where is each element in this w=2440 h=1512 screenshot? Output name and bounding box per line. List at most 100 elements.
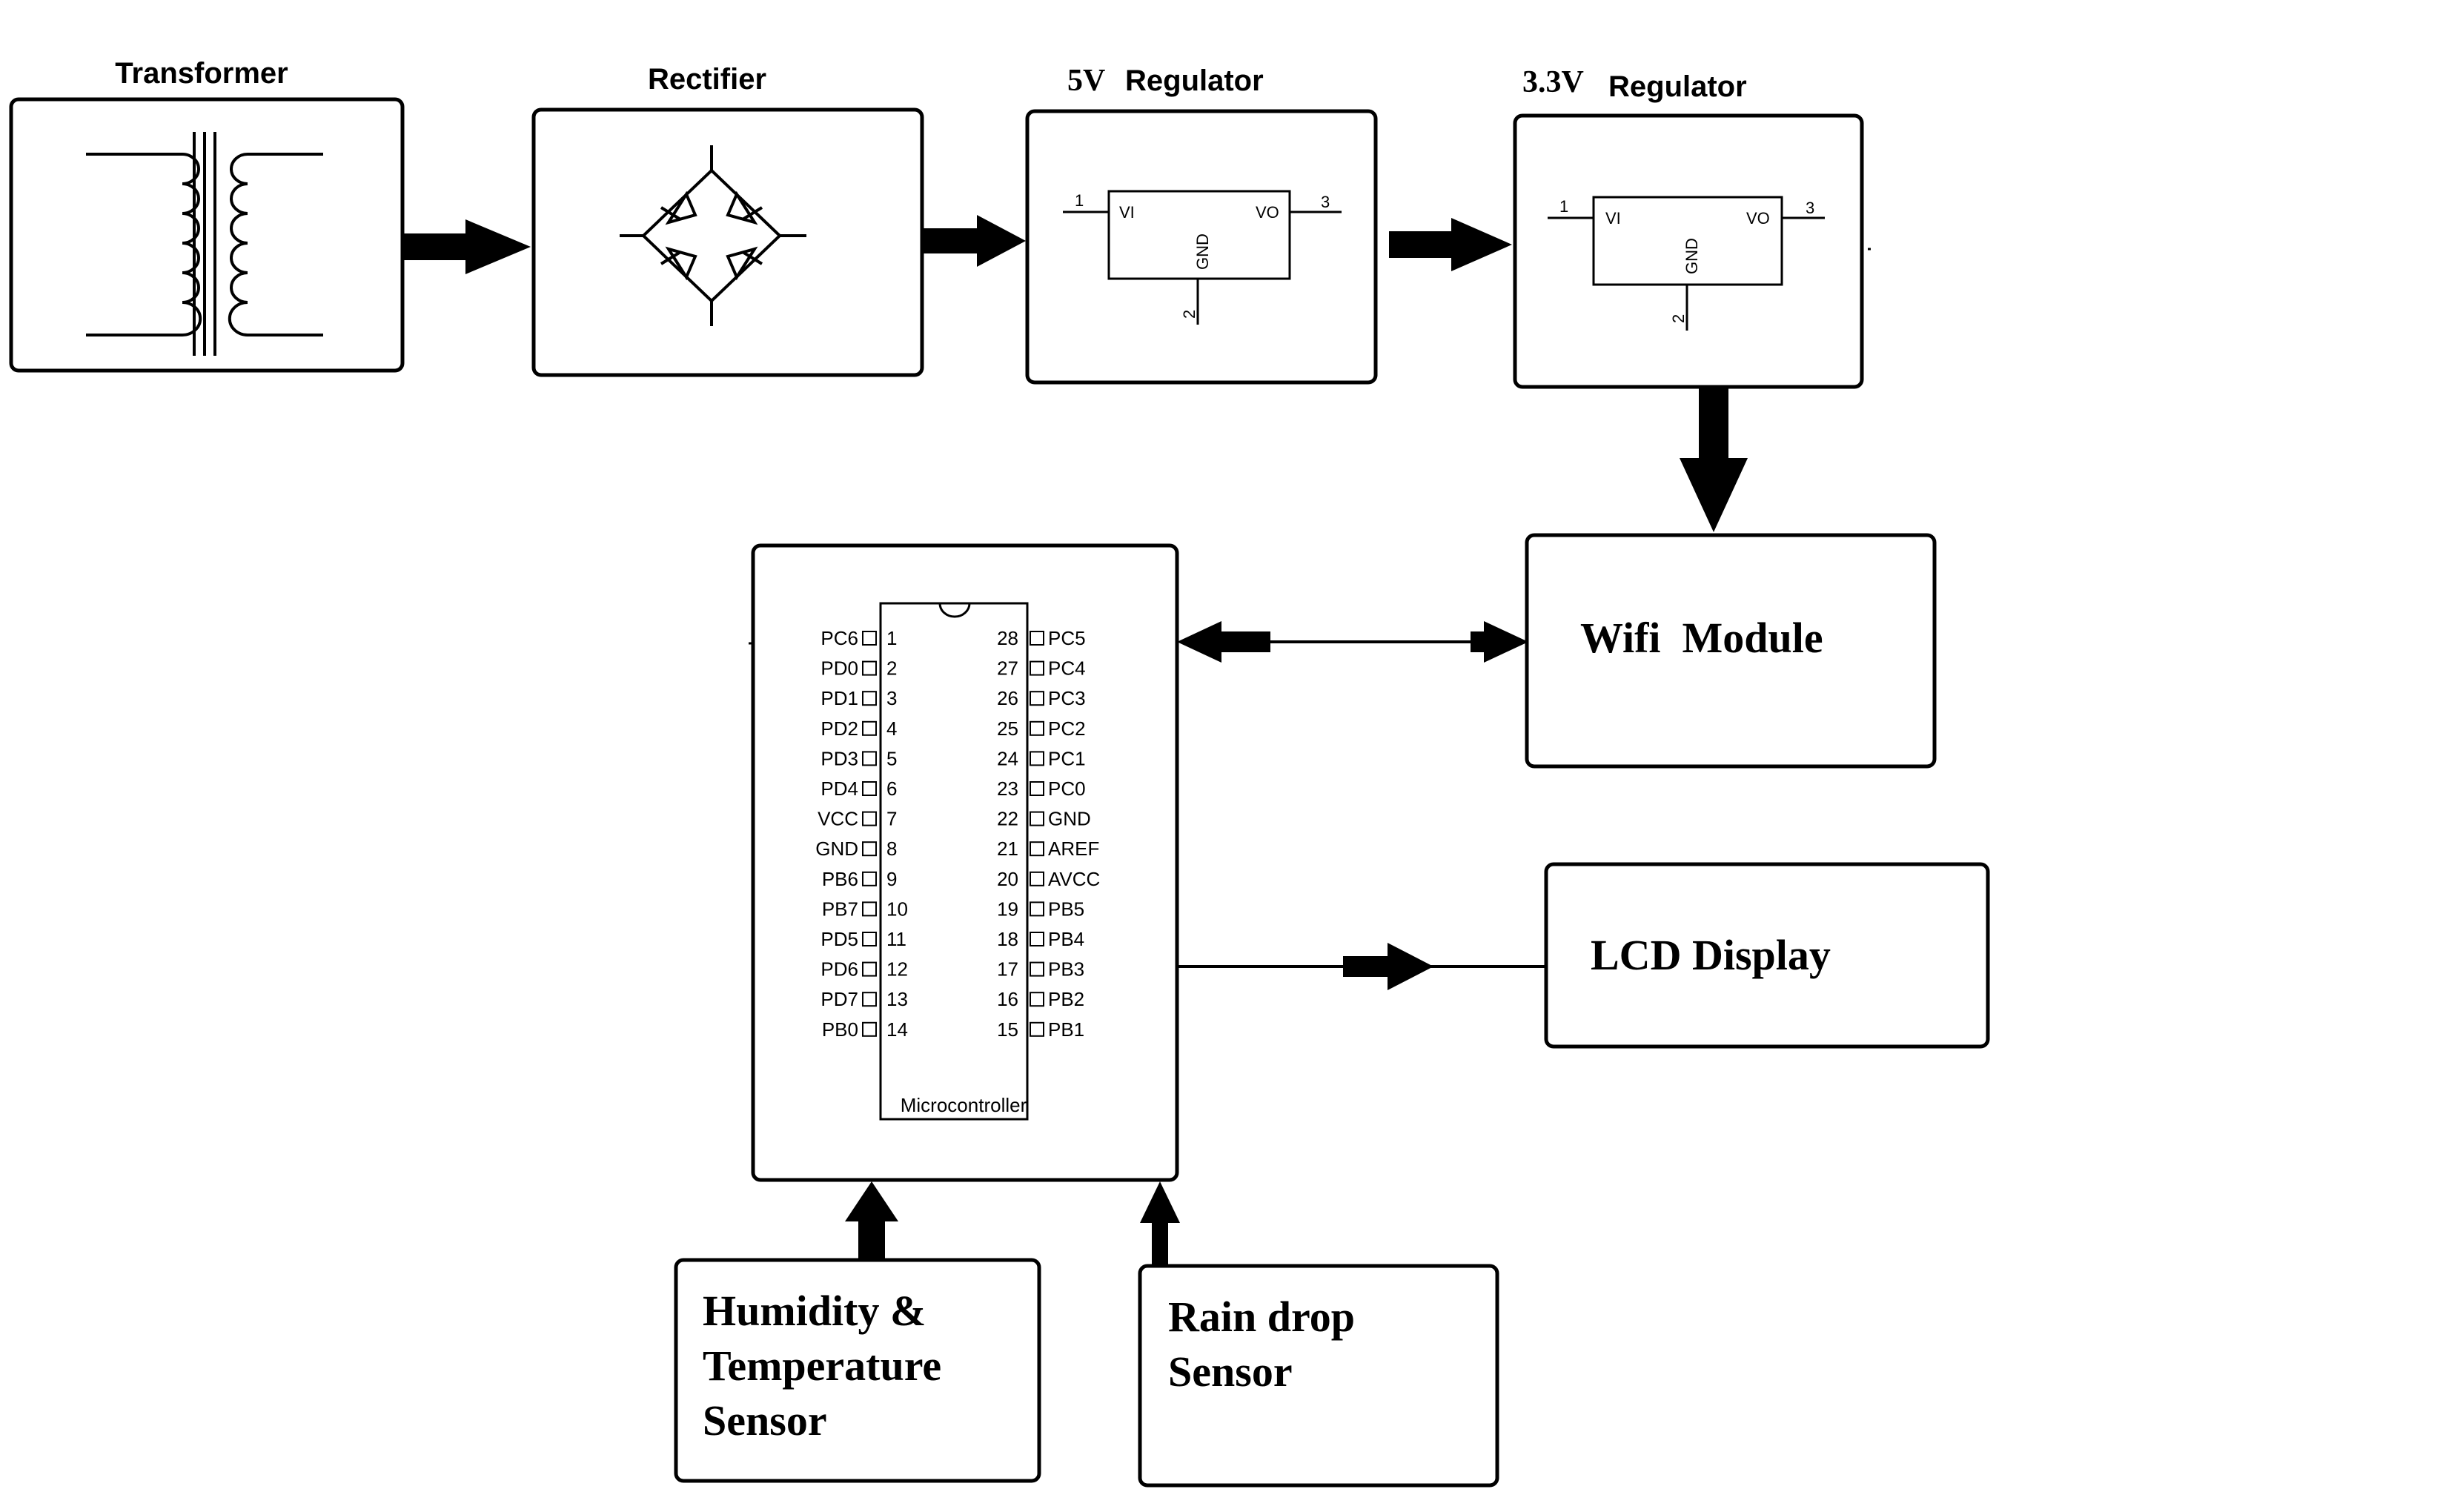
chip-pin-name: PB3 (1048, 958, 1084, 981)
humidity-sensor-line-3: Sensor (703, 1396, 827, 1445)
chip-pin-pad (862, 691, 877, 706)
chip-pin-pad (862, 751, 877, 766)
chip-pin-name: PD6 (820, 958, 858, 981)
regulator-3v3-symbol (1548, 196, 1825, 331)
chip-pin-pad (862, 811, 877, 826)
chip-pin-pad (1030, 751, 1044, 766)
chip-pin-number: 15 (997, 1018, 1018, 1041)
chip-pin-number: 26 (997, 687, 1018, 709)
rain-drop-sensor-block: Rain drop Sensor (1138, 1264, 1499, 1488)
chip-pin-name: PD0 (820, 657, 858, 680)
chip-pin-name: PD4 (820, 777, 858, 800)
chip-pin-name: AVCC (1048, 868, 1100, 890)
chip-pin-pad (862, 961, 877, 977)
chip-pin-name: PC6 (820, 627, 858, 649)
microcontroller-label: Microcontroller (901, 1094, 1027, 1116)
arrow-micro-lcd (1178, 943, 1546, 990)
chip-pin-pad (862, 720, 877, 736)
arrow-humidity-micro (845, 1181, 898, 1260)
chip-pin-name: PC3 (1048, 687, 1086, 709)
chip-pin-name: PD1 (820, 687, 858, 709)
chip-pin-name: PC0 (1048, 777, 1086, 800)
chip-pin-name: AREF (1048, 838, 1099, 860)
rain-drop-sensor-line-2: Sensor (1168, 1347, 1293, 1396)
chip-pin-name: PC2 (1048, 717, 1086, 740)
regulator-5v-pin-out: 3 (1321, 193, 1330, 211)
chip-pin-number: 10 (886, 898, 908, 920)
chip-pin-name: PB1 (1048, 1018, 1084, 1041)
chip-pin-number: 7 (886, 808, 897, 830)
chip-pin-pad (1030, 691, 1044, 706)
chip-pin-name: GND (1048, 808, 1091, 830)
chip-pin-name: PC4 (1048, 657, 1086, 680)
humidity-sensor-line-1: Humidity & (703, 1287, 926, 1335)
chip-pin-pad (1030, 1021, 1044, 1037)
chip-pin-name: PB0 (822, 1018, 858, 1041)
chip-pin-number: 11 (886, 928, 906, 950)
arrow-5v-3v3 (1389, 218, 1512, 271)
regulator-3v3-block: 3.3V Regulator 1 3 VI VO GND 2 (1513, 65, 1871, 389)
chip-pin-number: 21 (997, 838, 1018, 860)
rectifier-label: Rectifier (648, 63, 766, 96)
chip-pin-number: 13 (886, 988, 908, 1010)
regulator-5v-pin-gnd: 2 (1180, 310, 1199, 319)
regulator-3v3-gnd: GND (1683, 238, 1701, 274)
chip-pin-number: 22 (997, 808, 1018, 830)
regulator-5v-vo: VO (1256, 203, 1279, 222)
chip-pin-pad (1030, 720, 1044, 736)
chip-pin-pad (1030, 631, 1044, 646)
chip-pin-number: 8 (886, 838, 897, 860)
arrow-3v3-wifi (1680, 385, 1748, 532)
regulator-3v3-pin-in: 1 (1559, 197, 1568, 216)
lcd-display-block: LCD Display (1544, 862, 1990, 1049)
chip-pin-number: 17 (997, 958, 1018, 981)
chip-pin-pad (1030, 932, 1044, 946)
chip-pin-pad (862, 660, 877, 676)
regulator-5v-word: Regulator (1125, 64, 1264, 97)
chip-pin-left: PD7 13 (820, 988, 908, 1010)
chip-pin-left: PD1 3 (820, 687, 897, 709)
chip-pin-pad (862, 781, 877, 796)
humidity-sensor-line-2: Temperature (703, 1342, 941, 1390)
wifi-module-block: Wifi Module (1525, 533, 1937, 769)
regulator-3v3-word: Regulator (1608, 70, 1747, 103)
chip-pin-name: PD7 (820, 988, 858, 1010)
chip-pin-number: 3 (886, 687, 897, 709)
chip-pin-right: 25 PC2 (997, 717, 1086, 740)
chip-pin-pad (862, 901, 877, 917)
chip-pin-number: 25 (997, 717, 1018, 740)
chip-pin-pad (1030, 811, 1044, 826)
regulator-3v3-pin-gnd: 2 (1669, 314, 1688, 323)
chip-pin-number: 20 (997, 868, 1018, 890)
transformer-block: Transformer (9, 57, 405, 373)
regulator-5v-gnd: GND (1193, 233, 1212, 270)
rain-drop-sensor-line-1: Rain drop (1168, 1293, 1355, 1341)
chip-pin-number: 19 (997, 898, 1018, 920)
chip-pin-pad (862, 932, 877, 946)
regulator-3v3-pin-out: 3 (1806, 199, 1814, 217)
arrow-rectifier-5v (924, 215, 1026, 267)
chip-pin-right: 26 PC3 (997, 687, 1086, 709)
chip-pin-number: 24 (997, 747, 1018, 769)
chip-pin-right: 20 AVCC (997, 868, 1100, 890)
chip-pin-right: 21 AREF (997, 838, 1099, 860)
